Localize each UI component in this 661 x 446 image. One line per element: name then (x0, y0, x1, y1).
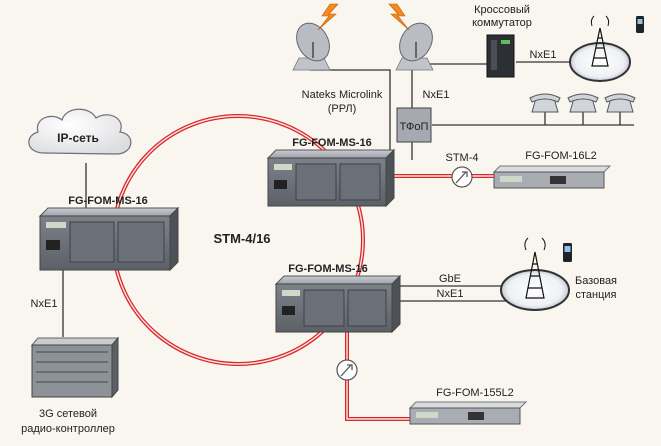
rnc-label-line2: радио-контроллер (21, 423, 115, 435)
lightning-icon (317, 3, 410, 31)
node-bottom-label: FG-FOM-MS-16 (288, 263, 367, 275)
optical-node-icon (336, 166, 473, 381)
fg-fom-155l2-device (408, 401, 528, 425)
ring-label: STM-4/16 (213, 231, 270, 246)
tfop-label: ТФоП (400, 121, 429, 133)
cross-switch-icon (486, 34, 515, 78)
mux-bottom (274, 274, 402, 334)
base-station-top (569, 15, 644, 82)
fg-fom-16l2-device (492, 165, 612, 189)
rnc-label-line1: 3G сетевой (39, 408, 97, 420)
nxe1-left-label: NxE1 (31, 298, 58, 310)
cross-switch-label-line2: коммутатор (472, 17, 532, 29)
ip-network-label: IP-сеть (57, 131, 99, 145)
base-station-right (500, 237, 572, 311)
stm4-label: STM-4 (446, 152, 479, 164)
nxe1-bs-label: NxE1 (437, 288, 464, 300)
rrl-label-line2: (РРЛ) (328, 103, 357, 115)
pstn-box (396, 107, 432, 143)
ip-cloud (28, 108, 132, 155)
node-top-label: FG-FOM-MS-16 (292, 137, 371, 149)
connection-lines (62, 61, 634, 337)
rrl-antenna-right (395, 22, 434, 71)
rrl-antenna-left (292, 22, 331, 71)
rrl-label-line1: Nateks Microlink (302, 89, 383, 101)
cross-switch-label-line1: Кроссовый (474, 4, 530, 16)
fg155l2-label: FG-FOM-155L2 (436, 387, 514, 399)
bs-label-line1: Базовая (575, 275, 617, 287)
fg16l2-label: FG-FOM-16L2 (525, 150, 597, 162)
mux-left (38, 206, 180, 272)
rnc-rack (30, 336, 120, 399)
labels: IP-сеть FG-FOM-MS-16 FG-FOM-MS-16 FG-FOM… (21, 4, 617, 435)
bs-label-line2: станция (575, 289, 616, 301)
nxe1-rrl-label: NxE1 (423, 89, 450, 101)
gbe-label: GbE (439, 273, 461, 285)
mux-top (266, 148, 396, 208)
phone-icon (529, 93, 636, 113)
nxe1-cross-label: NxE1 (530, 49, 557, 61)
node-left-label: FG-FOM-MS-16 (68, 195, 147, 207)
